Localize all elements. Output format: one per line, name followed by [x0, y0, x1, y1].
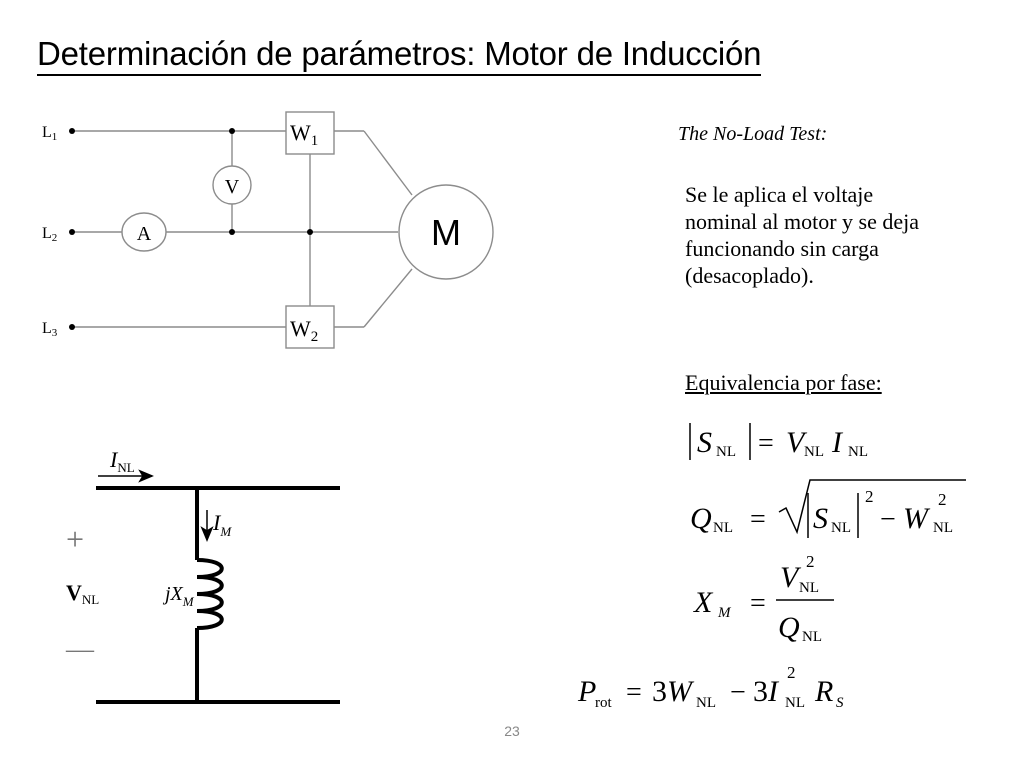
- svg-text:NL: NL: [933, 520, 953, 536]
- svg-text:2: 2: [865, 487, 874, 506]
- voltmeter-circle: [212, 165, 252, 205]
- wattmeter-2-label: W2: [290, 316, 318, 345]
- svg-text:NL: NL: [804, 444, 824, 460]
- svg-text:S: S: [697, 426, 712, 459]
- motor-label: M: [431, 212, 461, 253]
- svg-text:NL: NL: [716, 444, 736, 460]
- voltage-label: VNL: [66, 580, 99, 607]
- junction-dot: [229, 128, 235, 134]
- description-line: nominal al motor y se deja: [685, 209, 919, 234]
- wattmeter-1-box: [285, 111, 335, 155]
- apparent-power-equation: S NL = V NL I NL: [689, 423, 868, 460]
- terminal-dot-l3: [69, 324, 75, 330]
- svg-text:2: 2: [806, 552, 815, 571]
- svg-text:I: I: [767, 675, 780, 708]
- svg-text:S: S: [813, 502, 828, 535]
- svg-text:NL: NL: [799, 580, 819, 596]
- svg-text:NL: NL: [713, 520, 733, 536]
- terminal-dot-l2: [69, 229, 75, 235]
- wattmeter-2-box: [285, 305, 335, 349]
- description-line: Se le aplica el voltaje: [685, 182, 874, 207]
- ammeter-label: A: [137, 223, 152, 245]
- svg-text:Q: Q: [778, 611, 800, 644]
- line-1-label: L1: [42, 124, 57, 143]
- svg-text:3: 3: [753, 675, 768, 708]
- rotational-loss-equation: P rot = 3 W NL − 3 I NL 2 R S: [577, 663, 844, 711]
- svg-text:V: V: [786, 426, 808, 459]
- im-label: IM: [212, 510, 232, 539]
- svg-text:=: =: [750, 588, 766, 619]
- svg-text:M: M: [717, 605, 732, 621]
- svg-text:=: =: [758, 428, 774, 459]
- svg-text:−: −: [730, 677, 746, 708]
- slide-title: Determinación de parámetros: Motor de In…: [37, 34, 762, 76]
- inductor-coil: [196, 558, 224, 630]
- ammeter-circle: [121, 212, 167, 252]
- svg-text:X: X: [693, 586, 714, 619]
- svg-text:W: W: [667, 675, 695, 708]
- svg-text:3: 3: [652, 675, 667, 708]
- svg-text:2: 2: [787, 663, 796, 682]
- svg-text:Q: Q: [690, 502, 712, 535]
- svg-text:NL: NL: [785, 695, 805, 711]
- svg-text:P: P: [577, 675, 596, 708]
- svg-text:NL: NL: [831, 520, 851, 536]
- inl-label: INL: [109, 447, 135, 475]
- no-load-test-description: Se le aplica el voltaje nominal al motor…: [685, 181, 1005, 289]
- minus-sign: —: [65, 634, 95, 665]
- reactive-power-equation: Q NL = S NL 2 − W NL 2: [690, 479, 966, 538]
- svg-text:2: 2: [938, 490, 947, 509]
- equivalence-label: Equivalencia por fase:: [685, 370, 882, 395]
- svg-text:−: −: [880, 504, 896, 535]
- line-3-label: L3: [42, 320, 58, 339]
- svg-text:rot: rot: [595, 695, 612, 711]
- plus-sign: +: [66, 521, 84, 557]
- description-line: (desacoplado).: [685, 263, 814, 288]
- voltmeter-label: V: [225, 176, 240, 198]
- terminal-dot-l1: [69, 128, 75, 134]
- svg-text:NL: NL: [802, 629, 822, 645]
- no-load-test-heading: The No-Load Test:: [678, 123, 828, 145]
- svg-text:W: W: [903, 502, 931, 535]
- line-2-label: L2: [42, 225, 57, 244]
- page-number: 23: [504, 723, 520, 739]
- svg-text:I: I: [831, 426, 844, 459]
- junction-dot: [229, 229, 235, 235]
- reactance-equation: X M = V NL 2 Q NL: [693, 552, 834, 645]
- reactance-label: jXM: [162, 583, 195, 609]
- svg-text:R: R: [814, 675, 833, 708]
- svg-text:=: =: [750, 504, 766, 535]
- motor-circle: [398, 184, 494, 280]
- svg-text:S: S: [836, 695, 844, 711]
- svg-text:=: =: [626, 677, 642, 708]
- junction-dot: [307, 229, 313, 235]
- svg-text:NL: NL: [848, 444, 868, 460]
- svg-text:NL: NL: [696, 695, 716, 711]
- svg-text:V: V: [780, 561, 802, 594]
- wattmeter-1-label: W1: [290, 120, 318, 149]
- description-line: funcionando sin carga: [685, 236, 879, 261]
